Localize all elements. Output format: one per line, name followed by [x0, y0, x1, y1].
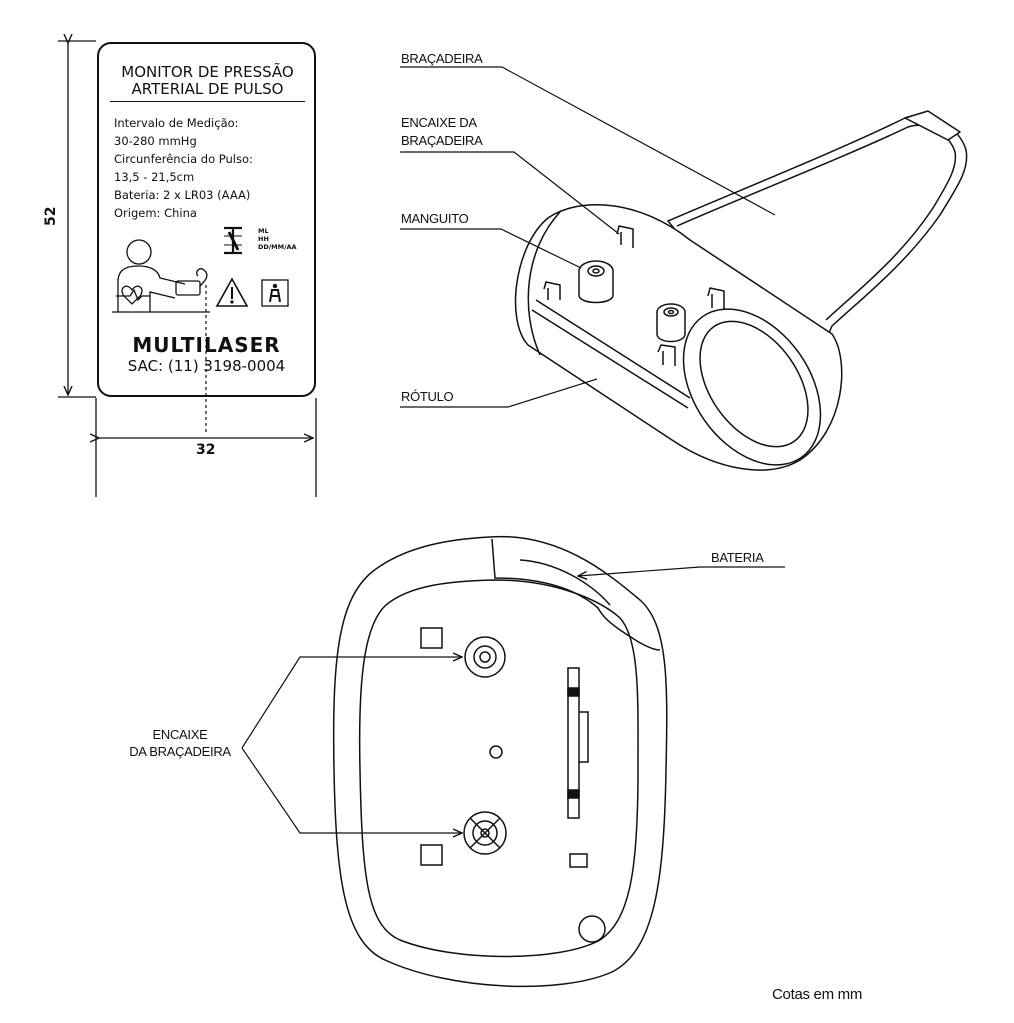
- callout-leaders-bottom: [241, 566, 785, 833]
- brand-logo: MULTILASER: [132, 333, 281, 357]
- label-spec-line: 30-280 mmHg: [114, 134, 197, 148]
- label-pictograms: [112, 226, 289, 313]
- inmetro-icon: [224, 226, 242, 255]
- strap-clip-1: [616, 225, 634, 248]
- callout-encaixe2-line1: ENCAIXE: [152, 727, 208, 742]
- strap-clip-4: [657, 344, 676, 366]
- cuff-band-bottom: [531, 309, 689, 409]
- strap-clip-2: [543, 281, 561, 300]
- person-measurement-icon: [112, 239, 210, 313]
- center-hole: [489, 745, 503, 759]
- label-title-line2: ARTERIAL DE PULSO: [131, 80, 284, 98]
- inmetro-text-ml: ML: [258, 227, 269, 235]
- bottom-inner-shell: [358, 579, 639, 958]
- connector-bottom-circle: [463, 811, 507, 855]
- callout-bateria: BATERIA: [711, 550, 764, 565]
- label-spec-line: Circunferência do Pulso:: [114, 152, 253, 166]
- slot-track: [567, 667, 589, 819]
- height-dimension-value: 52: [43, 206, 59, 226]
- cuff-opening-inner: [699, 320, 809, 448]
- label-title-line1: MONITOR DE PRESSÃO: [121, 63, 294, 81]
- callout-encaixe2-line2: DA BRAÇADEIRA: [129, 744, 231, 759]
- warning-icon: [215, 277, 249, 307]
- callout-encaixe-line2: BRAÇADEIRA: [401, 133, 483, 148]
- connector-top-circle: [464, 636, 506, 678]
- cuff-connector-bottom: [656, 303, 686, 343]
- footer-note: Cotas em mm: [772, 986, 863, 1003]
- strap-inner-line: [676, 124, 957, 321]
- inmetro-text-date: DD/MM/AA: [258, 243, 297, 251]
- type-bf-icon: [261, 279, 289, 307]
- label-spec-line: 13,5 - 21,5cm: [114, 170, 195, 184]
- callout-encaixe-line1: ENCAIXE DA: [401, 115, 477, 130]
- callout-rotulo: RÓTULO: [401, 389, 454, 404]
- label-title-rule: [110, 101, 305, 102]
- cuff-connector-top: [578, 260, 614, 304]
- battery-cover-line: [491, 538, 661, 651]
- label-spec-line: Bateria: 2 x LR03 (AAA): [114, 188, 251, 202]
- small-rect: [569, 853, 588, 868]
- width-dimension-value: 32: [196, 442, 216, 458]
- corner-button: [578, 915, 606, 943]
- label-spec-line: Origem: China: [114, 206, 197, 220]
- monitor-bottom-view: [332, 535, 668, 988]
- sac-phone: SAC: (11) 3198-0004: [127, 357, 286, 375]
- strap-tip: [904, 110, 961, 141]
- width-dimension: [96, 398, 317, 497]
- strap-outline: [667, 114, 968, 341]
- callout-leaders-top: [400, 66, 776, 408]
- inmetro-text-hh: HH: [258, 235, 269, 243]
- pad-square-bottom: [420, 844, 443, 866]
- cuff-seam: [527, 211, 561, 356]
- callout-bracadeira: BRAÇADEIRA: [401, 51, 483, 66]
- cuff-band-top: [535, 299, 691, 399]
- product-label: MONITOR DE PRESSÃO ARTERIAL DE PULSO Int…: [97, 42, 316, 397]
- label-spec-line: Intervalo de Medição:: [114, 116, 239, 130]
- pad-square-top: [420, 627, 443, 649]
- height-dimension: [58, 41, 96, 398]
- monitor-perspective-drawing: [514, 110, 968, 471]
- strap-clip-3: [707, 287, 725, 310]
- callout-manguito: MANGUITO: [401, 211, 469, 226]
